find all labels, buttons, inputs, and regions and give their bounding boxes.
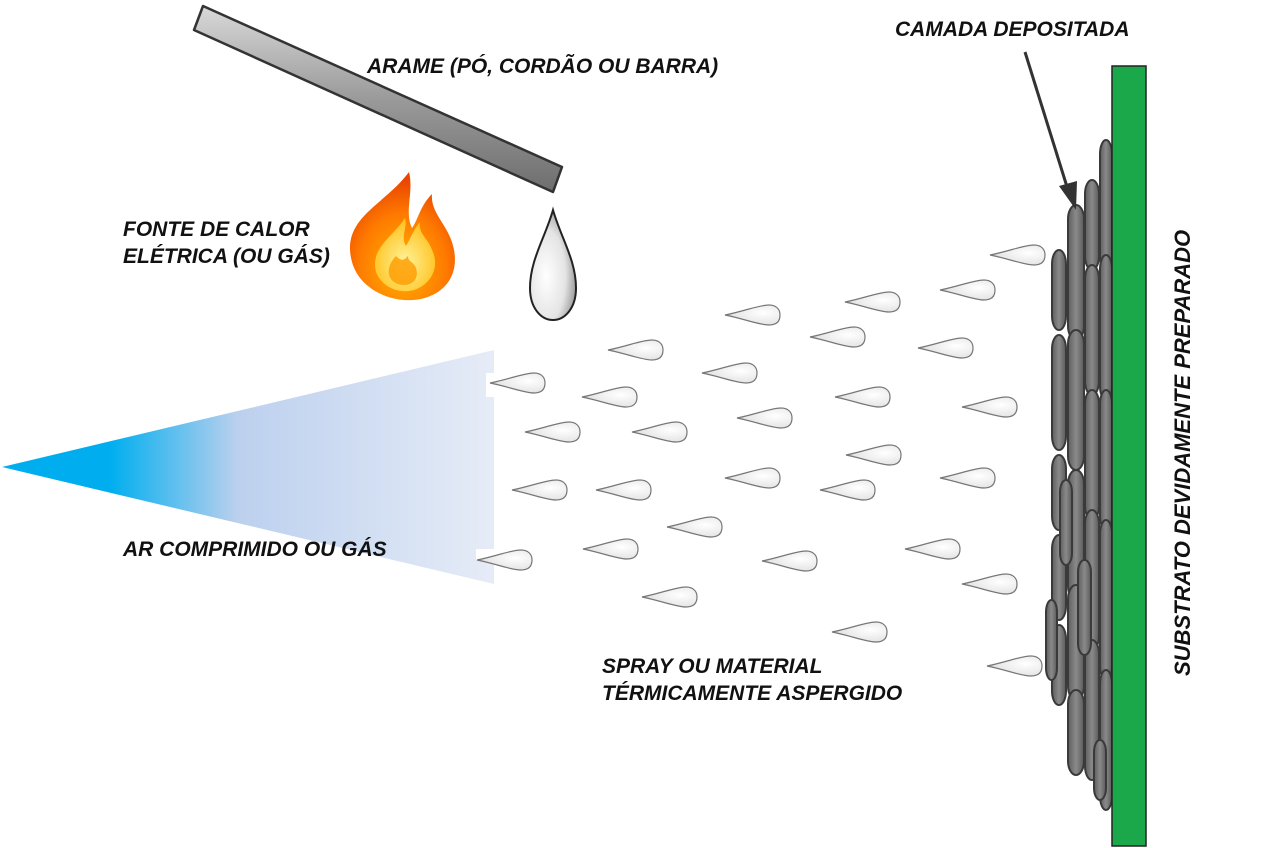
droplet-icon [528, 206, 578, 322]
spray-particle [989, 244, 1046, 266]
deposited-splat [1067, 329, 1085, 471]
deposited-splat [1051, 334, 1067, 451]
spray-particle [844, 291, 901, 313]
spray-particle [724, 467, 781, 489]
deposited-layer-label: CAMADA DEPOSITADA [895, 18, 1130, 41]
spray-particle [845, 444, 902, 466]
spray-particle [809, 326, 866, 348]
deposited-splat [1067, 689, 1085, 776]
spray-particles [476, 244, 1046, 677]
spray-particle [595, 479, 652, 501]
deposited-splat [1059, 479, 1073, 566]
heat-source-label-line1: FONTE DE CALOR [123, 218, 310, 241]
deposited-layer [1045, 139, 1113, 811]
spray-particle [939, 279, 996, 301]
spray-particle [917, 337, 974, 359]
spray-particle [581, 386, 638, 408]
spray-particle [476, 549, 533, 571]
deposited-splat [1099, 139, 1113, 271]
layer-pointer-arrow [1023, 51, 1077, 210]
spray-particle [724, 304, 781, 326]
spray-particle [819, 479, 876, 501]
deposited-splat [1099, 389, 1113, 531]
spray-particle [631, 421, 688, 443]
spray-particle [939, 467, 996, 489]
spray-particle [607, 339, 664, 361]
spray-particle [761, 550, 818, 572]
heat-source-label-line2: ELÉTRICA (OU GÁS) [123, 245, 330, 268]
deposited-splat [1084, 264, 1100, 396]
substrate [1111, 65, 1147, 847]
deposited-splat [1077, 559, 1092, 656]
spray-particle [736, 407, 793, 429]
substrate-label: SUBSTRATO DEVIDAMENTE PREPARADO [1170, 230, 1195, 676]
deposited-splat [1084, 389, 1100, 521]
spray-particle [831, 621, 888, 643]
deposited-splat [1067, 204, 1085, 341]
spray-particle [986, 655, 1043, 677]
deposited-splat [1093, 739, 1107, 801]
deposited-splat [1084, 179, 1100, 271]
spray-particle [582, 538, 639, 560]
deposited-splat [1099, 254, 1113, 401]
spray-particle [904, 538, 961, 560]
spray-particle [961, 396, 1018, 418]
spray-particle [511, 479, 568, 501]
deposited-splat [1099, 519, 1113, 681]
spray-particle [641, 586, 698, 608]
gas-label: AR COMPRIMIDO OU GÁS [122, 538, 387, 561]
wire-rod [192, 4, 564, 194]
spray-label-line1: SPRAY OU MATERIAL [602, 655, 823, 678]
spray-label-line2: TÉRMICAMENTE ASPERGIDO [602, 682, 902, 705]
spray-particle [961, 573, 1018, 595]
flame-icon [349, 172, 455, 301]
wire-label: ARAME (PÓ, CORDÃO OU BARRA) [366, 54, 718, 78]
spray-particle [701, 362, 758, 384]
gas-jet [2, 350, 494, 584]
deposited-splat [1045, 599, 1058, 681]
spray-particle [489, 372, 546, 394]
deposited-splat [1051, 249, 1067, 331]
spray-particle [834, 386, 891, 408]
spray-particle [524, 421, 581, 443]
spray-particle [666, 516, 723, 538]
